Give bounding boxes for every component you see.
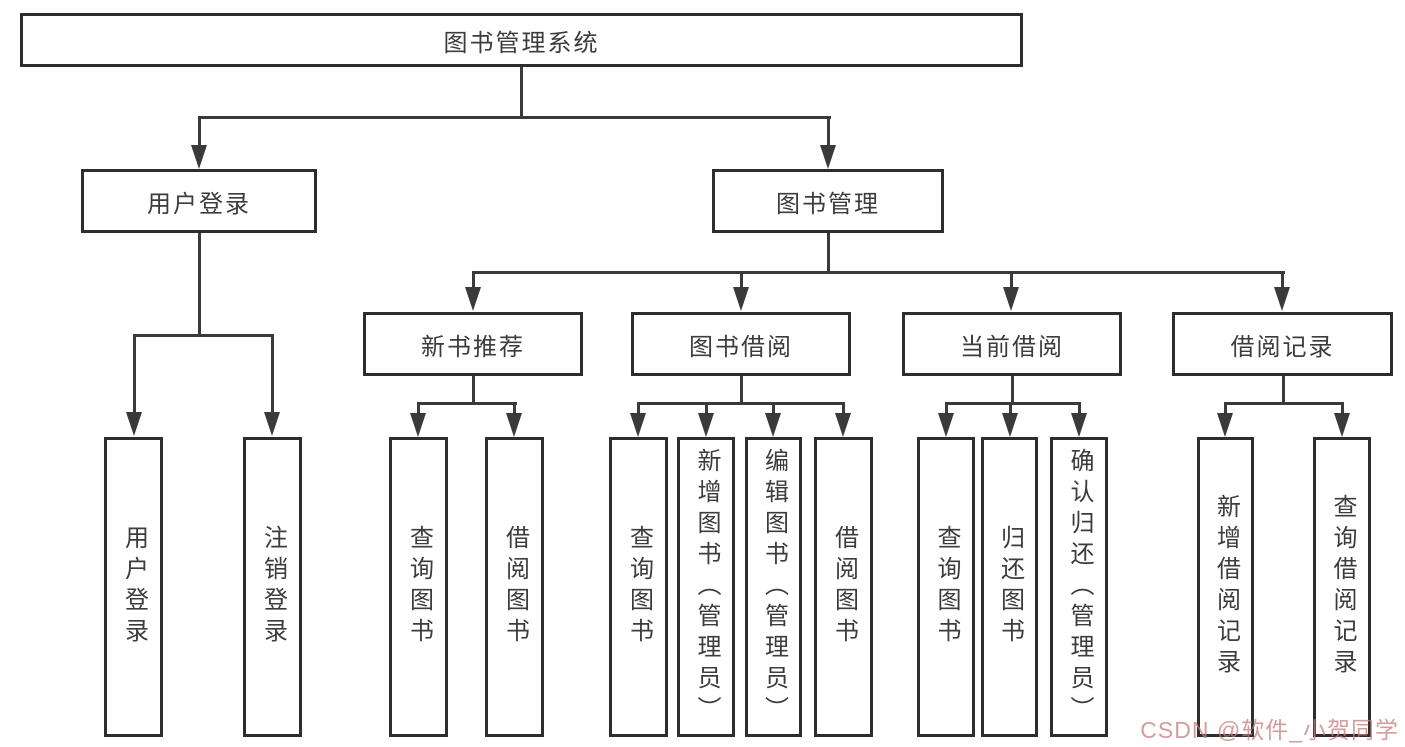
connector-line xyxy=(740,376,743,404)
leaf-query-borrow-record-label: 查询借阅记录 xyxy=(1329,494,1356,680)
leaf-add-books-admin: 新增图书（管理员） xyxy=(677,437,735,737)
connector-line xyxy=(827,233,830,274)
arrow-down-icon xyxy=(835,413,851,437)
arrow-down-icon xyxy=(820,145,836,169)
leaf-user-login: 用户登录 xyxy=(104,437,163,737)
connector-line xyxy=(271,334,274,414)
connector-line xyxy=(1282,376,1285,404)
node-root: 图书管理系统 xyxy=(20,13,1023,67)
arrow-down-icon xyxy=(938,413,954,437)
connector-line xyxy=(637,402,640,415)
connector-line xyxy=(1341,402,1344,415)
connector-line xyxy=(417,402,420,415)
leaf-add-borrow-record: 新增借阅记录 xyxy=(1197,437,1254,737)
leaf-user-login-label: 用户登录 xyxy=(120,525,148,649)
arrow-down-icon xyxy=(465,287,481,311)
leaf-query-books-borrowing: 查询图书 xyxy=(609,437,668,737)
arrow-down-icon xyxy=(1274,287,1290,311)
node-borrowing-records: 借阅记录 xyxy=(1172,312,1393,376)
arrow-down-icon xyxy=(765,413,781,437)
arrow-down-icon xyxy=(1003,287,1019,311)
node-current-borrowing: 当前借阅 xyxy=(902,312,1122,376)
connector-line xyxy=(472,271,1285,274)
connector-line xyxy=(198,116,201,147)
arrow-down-icon xyxy=(1217,413,1233,437)
connector-line xyxy=(772,402,775,415)
arrow-down-icon xyxy=(698,413,714,437)
leaf-query-borrow-record: 查询借阅记录 xyxy=(1313,437,1371,737)
arrow-down-icon xyxy=(191,145,207,169)
connector-line xyxy=(1010,271,1013,289)
leaf-borrow-books-recommend: 借阅图书 xyxy=(485,437,544,737)
leaf-confirm-return-admin: 确认归还（管理员） xyxy=(1050,437,1108,737)
connector-line xyxy=(133,334,274,337)
connector-line xyxy=(472,271,475,289)
connector-line xyxy=(1011,376,1014,404)
leaf-query-books-current-label: 查询图书 xyxy=(933,525,960,649)
connector-line xyxy=(417,402,517,405)
node-new-book-recommendation: 新书推荐 xyxy=(363,312,583,376)
leaf-query-books-recommend: 查询图书 xyxy=(389,437,448,737)
leaf-query-books-current: 查询图书 xyxy=(917,437,975,737)
arrow-down-icon xyxy=(1071,413,1087,437)
connector-line xyxy=(133,334,136,414)
connector-line xyxy=(472,376,475,405)
arrow-down-icon xyxy=(1334,413,1350,437)
connector-line xyxy=(1224,402,1227,415)
connector-line xyxy=(842,402,845,415)
leaf-borrow-books-borrowing: 借阅图书 xyxy=(814,437,873,737)
leaf-return-books-label: 归还图书 xyxy=(996,525,1024,649)
arrow-down-icon xyxy=(264,412,280,436)
leaf-borrow-books-borrowing-label: 借阅图书 xyxy=(830,525,858,649)
node-user-login: 用户登录 xyxy=(81,169,317,233)
connector-line xyxy=(520,66,523,118)
leaf-confirm-return-admin-label: 确认归还（管理员） xyxy=(1066,447,1093,727)
leaf-logout: 注销登录 xyxy=(243,437,302,737)
leaf-add-borrow-record-label: 新增借阅记录 xyxy=(1212,494,1240,680)
leaf-borrow-books-recommend-label: 借阅图书 xyxy=(501,525,529,649)
connector-line xyxy=(740,271,743,289)
node-book-management: 图书管理 xyxy=(712,169,944,233)
arrow-down-icon xyxy=(630,413,646,437)
arrow-down-icon xyxy=(410,413,426,437)
node-book-borrowing: 图书借阅 xyxy=(631,312,851,376)
connector-line xyxy=(705,402,708,415)
leaf-query-books-recommend-label: 查询图书 xyxy=(405,525,433,649)
connector-line xyxy=(1281,271,1284,289)
connector-line xyxy=(513,402,516,415)
leaf-logout-label: 注销登录 xyxy=(259,525,287,649)
connector-line xyxy=(827,116,830,147)
leaf-return-books: 归还图书 xyxy=(981,437,1038,737)
watermark-text: CSDN @软件_小贺同学 xyxy=(1140,717,1399,743)
connector-line xyxy=(945,402,948,415)
connector-line xyxy=(1009,402,1012,415)
leaf-add-books-admin-label: 新增图书（管理员） xyxy=(693,447,720,727)
arrow-down-icon xyxy=(126,412,142,436)
connector-line xyxy=(198,116,831,119)
leaf-edit-books-admin-label: 编辑图书（管理员） xyxy=(760,447,788,727)
connector-line xyxy=(637,402,845,405)
connector-line xyxy=(198,233,201,336)
leaf-query-books-borrowing-label: 查询图书 xyxy=(625,525,653,649)
connector-line xyxy=(945,402,1081,405)
arrow-down-icon xyxy=(1002,413,1018,437)
arrow-down-icon xyxy=(506,413,522,437)
connector-line xyxy=(1078,402,1081,415)
connector-line xyxy=(1224,402,1344,405)
arrow-down-icon xyxy=(733,287,749,311)
leaf-edit-books-admin: 编辑图书（管理员） xyxy=(745,437,802,737)
